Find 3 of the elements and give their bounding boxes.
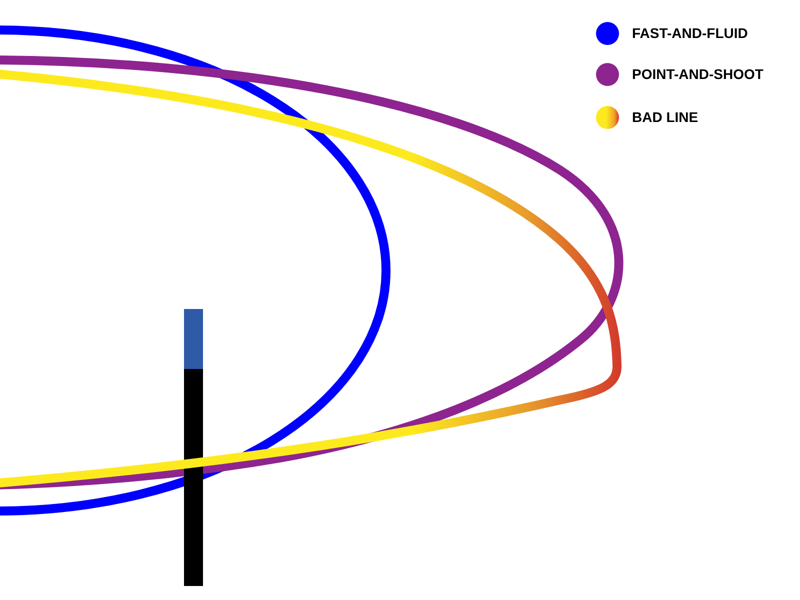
legend-label: POINT-AND-SHOOT [632,66,764,82]
legend-label: BAD LINE [632,109,698,125]
legend-label: FAST-AND-FLUID [632,25,748,41]
